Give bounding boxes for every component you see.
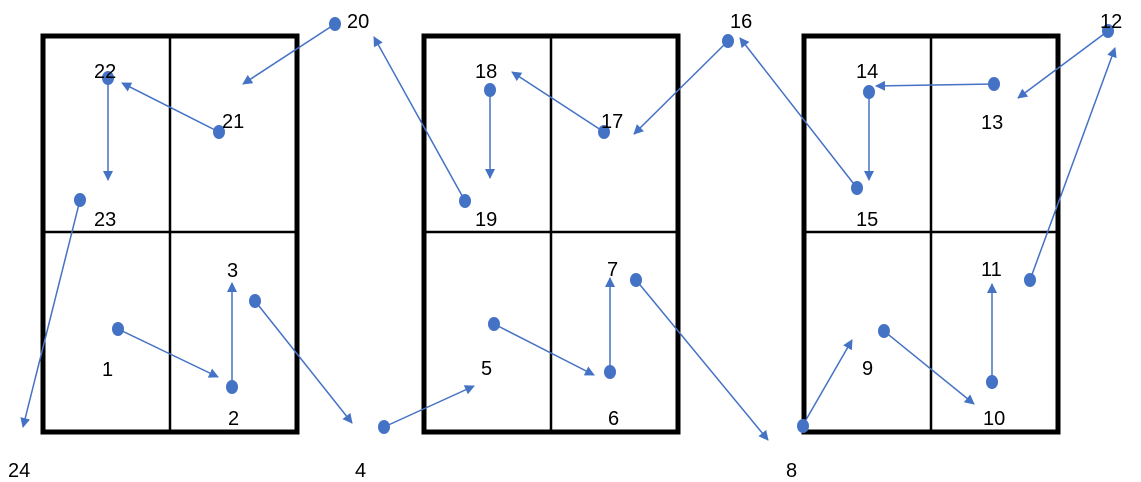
grid-box-middle: [421, 33, 681, 435]
arrow-13-14: [875, 80, 995, 91]
arrow-9-10: [883, 330, 975, 405]
arrow-8-9: [802, 339, 853, 426]
label-3: 3: [227, 260, 238, 282]
label-11: 11: [981, 259, 1002, 281]
arrow-21-22: [121, 82, 220, 133]
arrow-23-24: [20, 199, 81, 428]
dot-23: [74, 193, 86, 207]
label-6: 6: [608, 408, 619, 430]
label-2: 2: [228, 408, 239, 430]
dot-5: [488, 317, 500, 331]
label-23: 23: [94, 209, 116, 231]
label-1: 1: [102, 359, 113, 381]
dots: [74, 17, 1114, 434]
dot-12: [1102, 24, 1114, 38]
label-4: 4: [355, 460, 366, 482]
arrow-19-20: [373, 36, 466, 202]
dot-13: [988, 77, 1000, 91]
label-10: 10: [983, 408, 1005, 430]
dot-3: [249, 294, 261, 308]
grid-box-left: [40, 33, 300, 435]
label-15: 15: [856, 209, 878, 231]
dot-7: [630, 273, 642, 287]
dot-4: [378, 420, 390, 434]
number-labels: 1 2 3 4 5 6 7 8 9 10 11 12 13 14 15 16 1…: [8, 11, 1122, 482]
dot-9: [878, 324, 890, 338]
label-24: 24: [8, 460, 30, 482]
label-13: 13: [981, 112, 1003, 134]
dot-18: [484, 83, 496, 97]
dot-20: [329, 17, 341, 31]
grid-box-right: [801, 33, 1061, 435]
label-12: 12: [1100, 11, 1122, 33]
arrow-20-21: [242, 23, 336, 85]
dot-17: [598, 125, 610, 139]
label-7: 7: [607, 259, 618, 281]
arrow-7-8: [635, 279, 769, 441]
arrow-5-6: [493, 323, 595, 376]
label-17: 17: [601, 111, 623, 133]
arrow-12-13: [1017, 30, 1109, 99]
label-9: 9: [862, 358, 873, 380]
arrow-16-17: [633, 40, 729, 135]
arrow-11-12: [1029, 47, 1117, 281]
arrow-3-4: [254, 300, 353, 424]
dot-10: [986, 375, 998, 389]
dot-22: [102, 71, 114, 85]
dot-21: [213, 125, 225, 139]
label-5: 5: [481, 358, 492, 380]
label-16: 16: [730, 11, 752, 33]
dot-11: [1024, 273, 1036, 287]
arrows: [20, 23, 1117, 441]
dot-8: [797, 419, 809, 433]
label-19: 19: [475, 209, 497, 231]
dot-6: [604, 365, 616, 379]
label-20: 20: [347, 11, 369, 33]
label-8: 8: [786, 460, 797, 482]
dot-1: [112, 322, 124, 336]
label-21: 21: [222, 111, 244, 133]
dot-15: [851, 181, 863, 195]
label-22: 22: [94, 61, 116, 83]
arrow-15-16: [739, 37, 858, 189]
dot-14: [863, 85, 875, 99]
dot-19: [459, 194, 471, 208]
arrow-4-5: [383, 385, 475, 428]
dot-2: [226, 380, 238, 394]
arrow-17-18: [511, 71, 605, 133]
label-18: 18: [475, 61, 497, 83]
label-14: 14: [856, 61, 878, 83]
dot-16: [722, 34, 734, 48]
arrow-1-2: [117, 328, 219, 378]
